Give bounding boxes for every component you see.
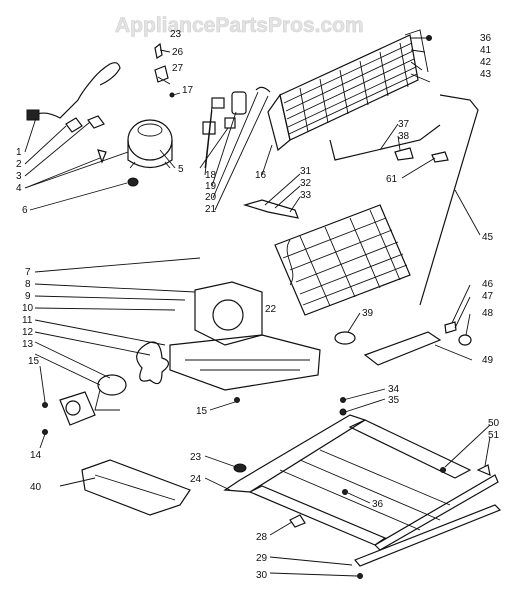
label-12: 12: [22, 327, 34, 338]
label-33: 33: [300, 190, 312, 201]
label-37: 37: [398, 119, 410, 130]
screw-14: [42, 429, 48, 435]
part-46-47: [444, 321, 457, 334]
label-35: 35: [388, 395, 400, 406]
label-43: 43: [480, 69, 492, 80]
label-51: 51: [488, 430, 500, 441]
label-26: 26: [172, 47, 184, 58]
label-9: 9: [25, 291, 31, 302]
callout-labels: 1 2 3 4 6 5 7 8 9 10 11 12 13 15 14 23 2…: [16, 29, 500, 581]
screw-50: [440, 467, 446, 473]
fan-bracket[interactable]: [169, 281, 321, 391]
label-47: 47: [482, 291, 494, 302]
label-46: 46: [482, 279, 494, 290]
label-38: 38: [398, 131, 410, 142]
relay: [65, 117, 83, 133]
compressor[interactable]: [127, 119, 173, 169]
drain-trough[interactable]: [363, 331, 442, 366]
label-18: 18: [205, 170, 217, 181]
label-23b: 23: [190, 452, 202, 463]
plug: [26, 109, 40, 121]
label-41: 41: [480, 45, 492, 56]
label-8: 8: [25, 279, 31, 290]
filter-drier[interactable]: [242, 199, 299, 219]
label-61: 61: [386, 174, 398, 185]
label-15b: 15: [196, 406, 208, 417]
label-17: 17: [182, 85, 194, 96]
clip-27: [154, 65, 169, 83]
base-pan[interactable]: [81, 459, 191, 516]
part-37-38: [394, 147, 414, 161]
label-16: 16: [255, 170, 267, 181]
label-30: 30: [256, 570, 268, 581]
label-42: 42: [480, 57, 492, 68]
front-rail[interactable]: [354, 504, 502, 567]
label-2: 2: [16, 159, 22, 170]
label-3: 3: [16, 171, 22, 182]
label-32: 32: [300, 178, 312, 189]
screw-30: [357, 573, 363, 579]
power-cord[interactable]: [34, 62, 121, 119]
evaporator-coil[interactable]: [274, 204, 411, 316]
label-36b: 36: [372, 499, 384, 510]
label-28: 28: [256, 532, 268, 543]
label-19: 19: [205, 181, 217, 192]
label-36a: 36: [480, 33, 492, 44]
label-21: 21: [205, 204, 217, 215]
screw-36b: [342, 489, 348, 495]
terminal-cover: [97, 149, 107, 164]
part-18: [211, 97, 225, 109]
condenser-coil[interactable]: [267, 29, 429, 152]
part-61: [431, 151, 449, 163]
label-22: 22: [265, 304, 277, 315]
label-13: 13: [22, 339, 34, 350]
label-11: 11: [22, 315, 33, 326]
label-4: 4: [16, 183, 22, 194]
screw-15a: [42, 402, 48, 408]
fan-motor[interactable]: [94, 374, 127, 411]
label-24: 24: [190, 474, 202, 485]
part-20: [255, 86, 271, 93]
label-31: 31: [300, 166, 312, 177]
part-51: [476, 464, 491, 476]
label-34: 34: [388, 384, 400, 395]
label-48: 48: [482, 308, 494, 319]
label-15a: 15: [28, 356, 40, 367]
label-5: 5: [178, 164, 184, 175]
label-40: 40: [30, 482, 42, 493]
label-50: 50: [488, 418, 500, 429]
grommet-23: [233, 463, 247, 473]
label-6: 6: [22, 205, 28, 216]
label-23a: 23: [170, 29, 182, 40]
label-14: 14: [30, 450, 42, 461]
label-29: 29: [256, 553, 268, 564]
drain-fitting: [334, 331, 356, 345]
label-27: 27: [172, 63, 184, 74]
watermark: AppliancePartsPros.com: [115, 14, 364, 37]
label-1: 1: [16, 147, 22, 158]
base-frame[interactable]: [223, 414, 499, 551]
label-45: 45: [482, 232, 494, 243]
overload: [87, 115, 105, 129]
label-39: 39: [362, 308, 374, 319]
part-5: [224, 117, 236, 129]
part-19: [231, 91, 247, 115]
label-49: 49: [482, 355, 494, 366]
clip-26: [154, 42, 163, 59]
condenser-tube: [329, 94, 479, 306]
label-10: 10: [22, 303, 34, 314]
fan-motor-bracket[interactable]: [59, 391, 96, 426]
grommet: [127, 177, 139, 187]
label-7: 7: [25, 267, 31, 278]
part-48: [458, 334, 472, 346]
screw-15b: [234, 397, 240, 403]
fan-blade[interactable]: [136, 341, 170, 385]
part-28: [289, 514, 306, 528]
leader-lines: [24, 37, 491, 577]
label-20: 20: [205, 192, 217, 203]
